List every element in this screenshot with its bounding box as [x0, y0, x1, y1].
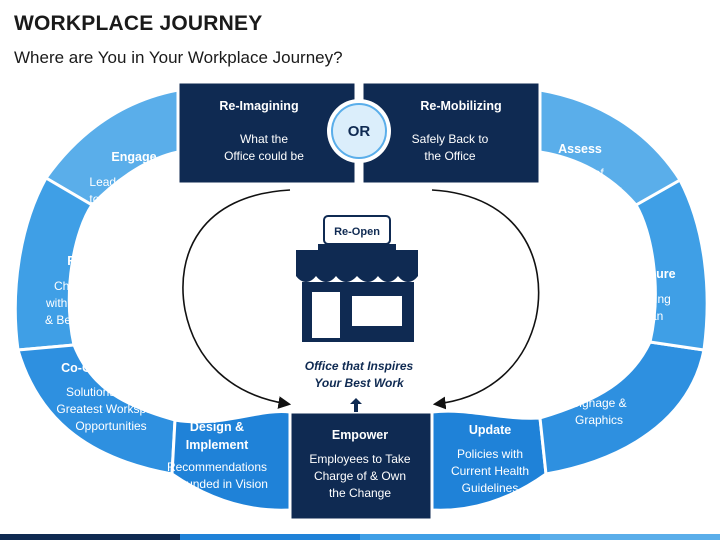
bottom-bar-segment-blue: [180, 534, 360, 540]
update-title: Update: [469, 423, 511, 437]
cocreate-line-3: Opportunities: [75, 419, 146, 433]
engage-title: Engage: [111, 150, 156, 164]
update-line-3: Guidelines: [462, 481, 519, 495]
assess-line-2: Existing Facility: [539, 183, 622, 197]
empower-title: Empower: [332, 428, 388, 442]
develop-line-2: Graphics: [575, 413, 623, 427]
reopen-badge-label: Re-Open: [334, 226, 380, 238]
design-line-2: Grounded in Vision: [166, 477, 268, 491]
segment-develop: [538, 340, 706, 476]
remobilizing-line-1: Safely Back to: [412, 132, 489, 146]
page-title: WORKPLACE JOURNEY: [14, 12, 263, 35]
bottom-bar-segment-navy: [0, 534, 180, 540]
storefront-icon: [296, 215, 418, 342]
develop-line-1: Signage &: [571, 396, 626, 410]
ring-segments: [13, 80, 709, 522]
segment-empower: [288, 410, 434, 522]
empower-line-2: Charge of & Own: [314, 469, 406, 483]
or-label: OR: [348, 123, 371, 140]
or-badge: OR: [327, 99, 391, 163]
design-title-line-1: Design &: [190, 420, 244, 434]
cocreate-line-2: Greatest Workspace: [56, 402, 165, 416]
bottom-bar-segment-light: [540, 534, 720, 540]
cocreate-title: Co-Create: [61, 361, 121, 375]
develop-title: Develop: [572, 372, 621, 386]
right-cycle-arrow: [431, 189, 540, 410]
frame-line-1: Challenges: [54, 279, 114, 293]
assess-line-3: & Systems: [551, 200, 608, 214]
bottom-bar-segment-mid: [360, 534, 540, 540]
engage-line-1: Leaders & Team: [89, 175, 176, 189]
design-title-line-2: Implement: [186, 438, 249, 452]
design-line-1: Recommendations: [167, 460, 267, 474]
frame-title: Frame: [67, 254, 105, 268]
up-arrow: [350, 398, 362, 412]
reconfigure-line-2: Floor Plan: [609, 309, 664, 323]
page-subtitle: Where are You in Your Workplace Journey?: [14, 48, 343, 67]
update-line-1: Policies with: [457, 447, 523, 461]
center-caption-line1: Office that Inspires: [305, 359, 414, 373]
remobilizing-line-2: the Office: [424, 149, 475, 163]
segment-reconfigure: [633, 177, 709, 352]
empower-line-1: Employees to Take: [309, 452, 410, 466]
cocreate-line-1: Solutions to Your: [66, 385, 156, 399]
center-caption-line2: Your Best Work: [314, 376, 405, 390]
left-cycle-arrow: [182, 189, 292, 409]
frame-line-3: & Benchmarks: [45, 313, 123, 327]
assess-title: Assess: [558, 142, 602, 156]
engage-line-2: to Set the Vision: [89, 192, 176, 206]
reconfigure-line-1: Your Existing: [601, 292, 671, 306]
assess-line-1: Safety of: [556, 166, 604, 180]
reconfigure-title: Re-Configure: [596, 267, 675, 281]
frame-line-2: with Research: [45, 296, 122, 310]
remobilizing-title: Re-Mobilizing: [420, 99, 501, 113]
segment-reimagining: [176, 80, 358, 186]
update-line-2: Current Health: [451, 464, 529, 478]
segment-assess: [538, 88, 683, 207]
empower-line-3: the Change: [329, 486, 391, 500]
reimagining-title: Re-Imagining: [219, 99, 298, 113]
reimagining-line-2: Office could be: [224, 149, 304, 163]
reimagining-line-1: What the: [240, 132, 288, 146]
bottom-color-bar: [0, 534, 720, 540]
